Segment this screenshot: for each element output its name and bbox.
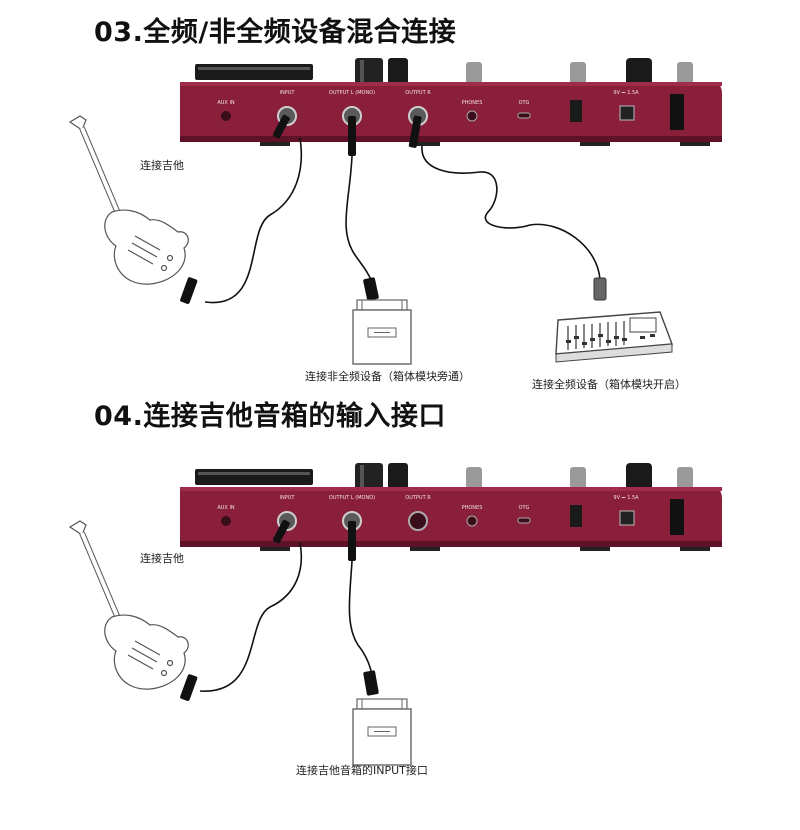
knob	[388, 463, 408, 489]
guitar-cable-plug	[180, 277, 198, 304]
pedal-rear-panel	[180, 487, 722, 547]
otg-port	[517, 517, 531, 524]
aux-in-jack	[221, 516, 231, 526]
pedal-unit: AUX IN INPUT OUTPUT L (MONO) OUTPUT R PH…	[180, 58, 722, 156]
jack-label-input: INPUT	[280, 90, 296, 96]
output-r-jack	[408, 511, 428, 531]
amp-caption-1: 连接非全频设备（箱体模块旁通）	[305, 370, 470, 383]
switch	[570, 100, 582, 122]
jack-label-otg: OTG	[519, 505, 530, 511]
jack-label-phones: PHONES	[462, 100, 483, 106]
footswitch	[677, 62, 693, 84]
jack-label-output-l: OUTPUT L (MONO)	[329, 495, 375, 501]
otg-port	[517, 112, 531, 119]
knob	[388, 58, 408, 84]
jack-label-phones: PHONES	[462, 505, 483, 511]
footswitch	[677, 467, 693, 489]
cables	[199, 542, 373, 692]
guitar-cable-plug	[180, 674, 198, 701]
electric-guitar	[68, 520, 189, 690]
jack-label-power: 9V ⎓ 1.5A	[613, 90, 639, 96]
knob	[626, 463, 652, 491]
knob	[355, 58, 383, 86]
power-switch	[670, 499, 684, 535]
power-jack	[619, 105, 635, 121]
guitar-amp	[352, 277, 412, 365]
expression-pedal	[195, 469, 313, 485]
jack-label-input: INPUT	[280, 495, 296, 501]
footswitch	[466, 62, 482, 84]
jack-label-output-r: OUTPUT R	[405, 495, 431, 501]
power-jack	[619, 510, 635, 526]
section-04-title: 04.连接吉他音箱的输入接口	[94, 401, 446, 432]
electric-guitar	[68, 115, 189, 285]
expression-pedal	[195, 64, 313, 80]
jack-label-output-l: OUTPUT L (MONO)	[329, 90, 375, 96]
jack-label-output-r: OUTPUT R	[405, 90, 431, 96]
jack-label-aux-in: AUX IN	[217, 100, 235, 106]
guitar-caption-2: 连接吉他	[140, 552, 184, 565]
phones-jack	[466, 515, 478, 527]
guitar-amp	[352, 670, 412, 766]
power-switch	[670, 94, 684, 130]
mixing-console	[555, 277, 673, 363]
footswitch	[570, 467, 586, 489]
knob	[355, 463, 383, 491]
jack-label-power: 9V ⎓ 1.5A	[613, 495, 639, 501]
footswitch	[570, 62, 586, 84]
aux-in-jack	[221, 111, 231, 121]
pedal-rear-panel	[180, 82, 722, 142]
diagram-amp-input: AUX IN INPUT OUTPUT L (MONO) OUTPUT R PH…	[68, 463, 722, 766]
knob	[626, 58, 652, 86]
section-03-title: 03.全频/非全频设备混合连接	[94, 17, 457, 48]
jack-label-aux-in: AUX IN	[217, 505, 235, 511]
diagram-full-range-mixed: AUX IN INPUT OUTPUT L (MONO) OUTPUT R PH…	[68, 58, 722, 365]
cables	[204, 137, 601, 304]
amp-caption-2: 连接吉他音箱的INPUT接口	[296, 764, 428, 777]
footswitch	[466, 467, 482, 489]
switch	[570, 505, 582, 527]
pedal-unit: AUX IN INPUT OUTPUT L (MONO) OUTPUT R PH…	[180, 463, 722, 561]
phones-jack	[466, 110, 478, 122]
jack-label-otg: OTG	[519, 100, 530, 106]
guitar-caption-1: 连接吉他	[140, 159, 184, 172]
mixer-caption: 连接全频设备（箱体模块开启）	[532, 378, 686, 391]
